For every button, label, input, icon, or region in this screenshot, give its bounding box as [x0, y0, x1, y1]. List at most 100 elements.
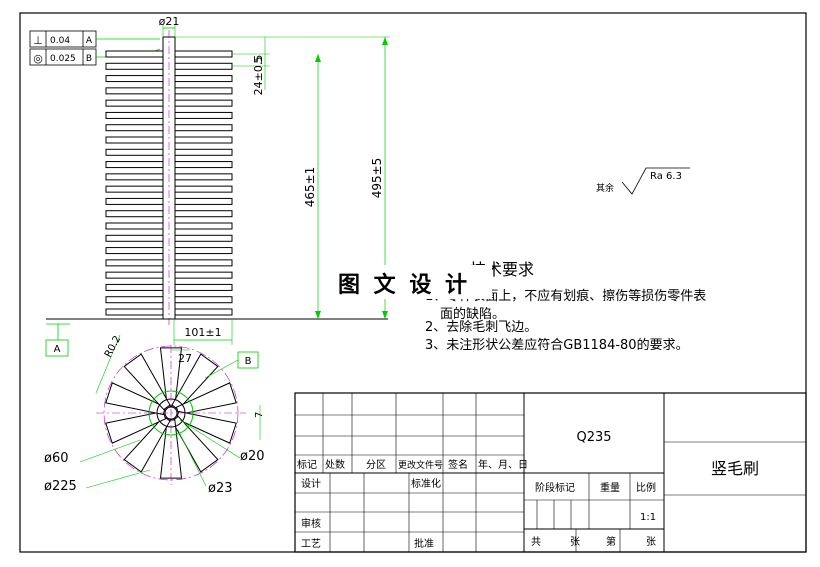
rev-header-doc: 更改文件号	[398, 459, 443, 471]
label-total: 共	[531, 536, 541, 548]
tolerance-frame-1: ⊥ 0.04 A	[29, 30, 97, 48]
perpendicularity-symbol: ⊥	[33, 34, 43, 47]
bristle-left	[105, 210, 164, 218]
bristle-right	[174, 75, 233, 83]
rev-header-zone: 分区	[366, 459, 386, 471]
tolerance-value-1: 0.04	[50, 36, 70, 46]
bristle-right	[174, 111, 233, 119]
bristle-left	[105, 308, 164, 316]
bristle-left	[105, 148, 164, 156]
rev-header-count: 处数	[325, 458, 345, 471]
length-495-dim: 495±5	[370, 158, 384, 199]
length-465-dim: 465±1	[303, 167, 317, 208]
width-101-dim: 101±1	[184, 326, 221, 339]
bristle-right	[174, 210, 233, 218]
diameter-225-dim: ø225	[44, 479, 77, 494]
bristle-left	[105, 87, 164, 95]
pitch-dim: 24±0.5	[252, 55, 265, 96]
concentricity-symbol: ◎	[33, 52, 43, 65]
scale-value: 1:1	[640, 512, 656, 523]
rev-header-sign: 签名	[448, 458, 468, 471]
diameter-20-dim: ø20	[240, 449, 265, 464]
bristle-left	[105, 222, 164, 230]
bristle-right	[174, 308, 233, 316]
bristle-right	[174, 136, 233, 144]
bristle-left	[105, 234, 164, 242]
bristle-right	[174, 247, 233, 255]
bristle-left	[105, 136, 164, 144]
bristle-left	[105, 62, 164, 70]
bristle-right	[174, 87, 233, 95]
bristle-left	[105, 283, 164, 291]
label-sheet-no: 第	[606, 535, 616, 548]
bristle-stack	[105, 50, 233, 316]
fan-blade	[123, 415, 171, 473]
label-scale: 比例	[636, 481, 656, 494]
material: Q235	[576, 430, 611, 445]
bristle-left	[105, 75, 164, 83]
bristle-right	[174, 296, 233, 304]
bristle-left	[105, 247, 164, 255]
tolerance-frame-2: ◎ 0.025 B	[29, 48, 97, 66]
requirement-2: 2、去除毛刺飞边。	[425, 320, 537, 335]
bristle-left	[105, 111, 164, 119]
bristle-right	[174, 148, 233, 156]
label-review: 审核	[301, 517, 321, 530]
label-sheets: 张	[570, 536, 580, 548]
bristle-left	[105, 161, 164, 169]
bristle-left	[105, 259, 164, 267]
fan-blade	[105, 410, 167, 444]
bristle-left	[105, 50, 164, 58]
datum-box-a	[45, 339, 69, 357]
label-design: 设计	[301, 477, 321, 490]
diameter-60-dim: ø60	[44, 451, 69, 466]
label-standardize: 标准化	[411, 477, 441, 490]
fan-blade	[171, 415, 219, 473]
shaft-diameter-dim: ø21	[159, 15, 180, 28]
label-weight: 重量	[600, 481, 620, 494]
bristle-right	[174, 271, 233, 279]
roughness-symbol	[621, 167, 690, 195]
bristle-right	[174, 222, 233, 230]
datum-label-b: B	[245, 356, 252, 367]
tolerance-value-2: 0.025	[50, 54, 76, 64]
bristle-left	[105, 296, 164, 304]
top-offset-dim: 5	[252, 57, 265, 64]
bristle-left	[105, 197, 164, 205]
small-27-dim: 27	[178, 352, 192, 365]
bristle-right	[174, 124, 233, 132]
bristle-right	[174, 234, 233, 242]
datum-label-a: A	[54, 344, 61, 355]
bristle-right	[174, 259, 233, 267]
bristle-right	[174, 197, 233, 205]
label-sheets-2: 张	[646, 536, 656, 548]
bristle-right	[174, 62, 233, 70]
watermark-backdrop	[332, 265, 492, 299]
label-process: 工艺	[301, 538, 321, 550]
bristle-right	[174, 161, 233, 169]
radius-dim: R0.2	[103, 334, 123, 359]
bristle-left	[105, 173, 164, 181]
fan-blade	[123, 353, 171, 411]
bristle-right	[174, 283, 233, 291]
rev-header-date: 年、月、日	[478, 458, 528, 471]
surface-prefix: 其余	[596, 182, 614, 194]
bristle-left	[105, 99, 164, 107]
fan-blade	[175, 382, 237, 416]
bristle-left	[105, 124, 164, 132]
part-name: 竖毛刷	[711, 459, 759, 478]
bristle-right	[174, 185, 233, 193]
bristle-right	[174, 99, 233, 107]
fan-blade	[105, 382, 167, 416]
label-stage-mark: 阶段标记	[535, 481, 575, 494]
rev-header-mark: 标记	[297, 459, 317, 471]
requirement-1a: 1、零件表面上，不应有划痕、擦伤等损伤零件表	[425, 288, 706, 304]
surface-roughness-value: Ra 6.3	[650, 171, 682, 182]
small-7-dim: 7	[254, 412, 265, 418]
bristle-right	[174, 173, 233, 181]
requirement-3: 3、未注形状公差应符合GB1184-80的要求。	[425, 337, 689, 353]
tolerance-datum-2: B	[86, 54, 92, 64]
tolerance-datum-1: A	[86, 36, 93, 46]
label-approve: 批准	[414, 537, 434, 550]
fan-blade	[171, 353, 219, 411]
